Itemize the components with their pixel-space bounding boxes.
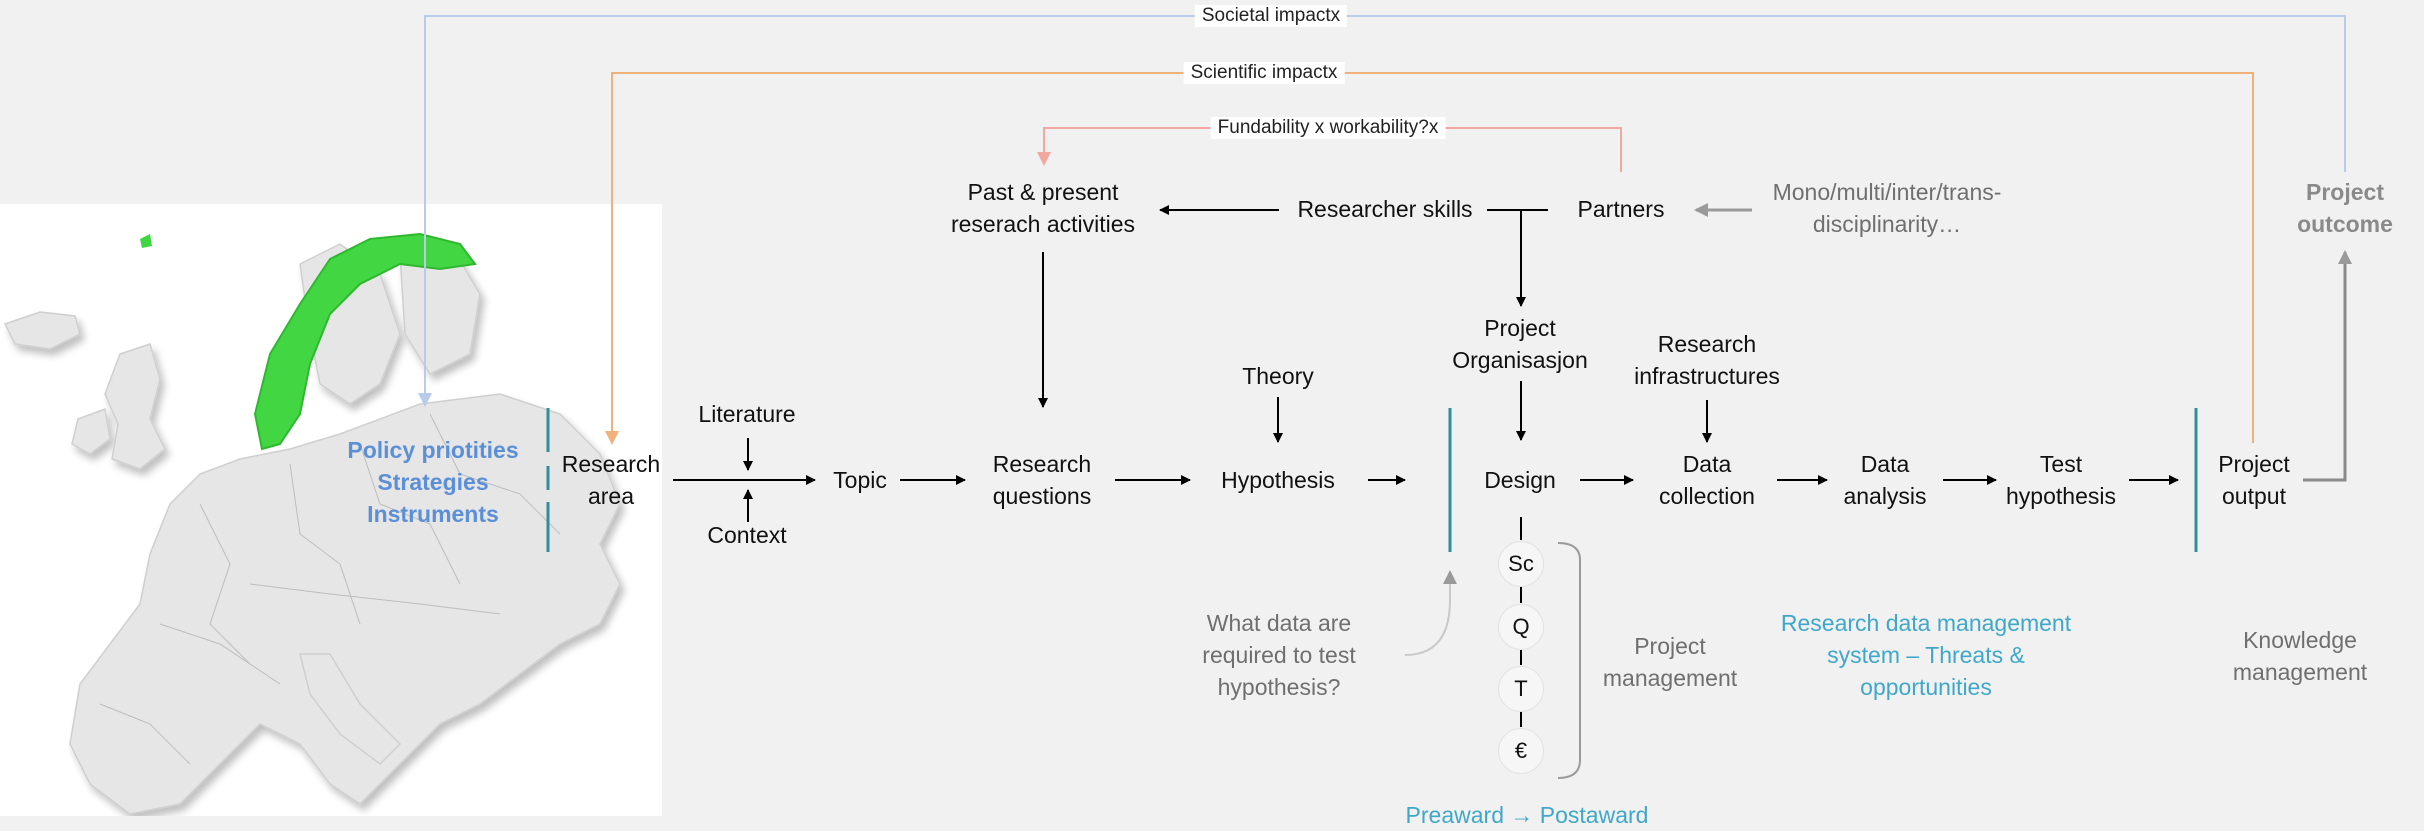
disciplinarity-node: Mono/multi/inter/trans-disciplinarity… — [1772, 179, 2002, 237]
fundability-label: Fundability x workability?x — [1210, 117, 1446, 139]
scientific-impact-line — [605, 72, 2254, 445]
teal-bars — [546, 408, 2198, 552]
hypothesis-node: Hypothesis — [1221, 467, 1335, 493]
societal-impact-line — [418, 15, 2346, 407]
project-management-brace — [1557, 542, 1581, 779]
topic-node: Topic — [833, 467, 887, 493]
iceland-shape — [3, 311, 81, 350]
time-circle: T — [1498, 666, 1544, 712]
strategies-label: Strategies — [377, 469, 489, 495]
scope-circle: Sc — [1498, 541, 1544, 587]
instruments-label: Instruments — [367, 501, 499, 527]
quality-circle: Q — [1498, 604, 1544, 650]
italy-shape — [299, 653, 402, 765]
theory-node: Theory — [1242, 363, 1314, 389]
outcome-arrow — [2303, 250, 2352, 482]
scientific-impact-label: Scientific impactx — [1183, 62, 1345, 84]
partners-node: Partners — [1577, 196, 1665, 222]
design-node: Design — [1484, 467, 1556, 493]
flow-arrows — [673, 205, 2179, 522]
context-node: Context — [707, 522, 787, 548]
ireland-shape — [71, 407, 111, 455]
what-data-arrow — [1404, 570, 1457, 656]
uk-shape — [104, 343, 166, 470]
europe-map-panel — [0, 204, 662, 816]
preaward-postaward-label: Preaward → Postaward — [1405, 802, 1649, 828]
cost-circle: € — [1498, 728, 1544, 774]
researcher-skills-node: Researcher skills — [1297, 196, 1473, 222]
societal-impact-label: Societal impactx — [1194, 5, 1348, 27]
mainland-europe-shape — [69, 393, 621, 815]
europe-map-image — [3, 232, 621, 815]
norway-shape — [253, 232, 477, 451]
literature-node: Literature — [698, 401, 796, 427]
policy-priorities-label: Policy priotities — [347, 437, 519, 463]
svalbard-shape — [140, 234, 152, 248]
